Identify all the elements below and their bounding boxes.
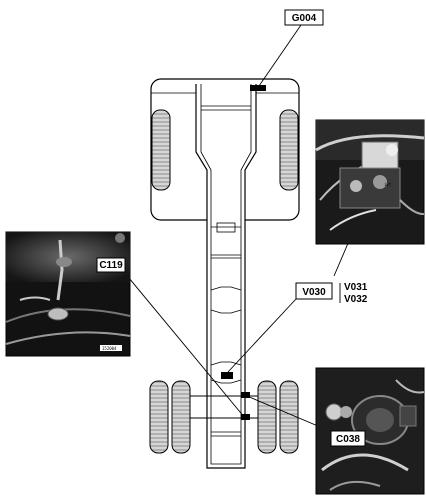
v031-label: V031 [344, 282, 368, 293]
chassis-frame [195, 84, 257, 469]
c038-marker [241, 414, 250, 420]
c119-leader [123, 271, 246, 419]
tyres [149, 109, 299, 454]
component-markers [221, 85, 266, 420]
front-right-tyre [279, 109, 299, 191]
c038-label: C038 [336, 434, 360, 445]
c119-photo-code: 152004 [102, 346, 117, 351]
photo-v031-v032: ivt [315, 119, 425, 245]
v032-label: V032 [344, 294, 368, 305]
c119-marker-top [241, 392, 250, 398]
callout-g004: G004 [284, 9, 324, 26]
v031-photo-code: ivt [384, 182, 392, 187]
rear-right-inner-tyre [257, 380, 277, 454]
front-left-tyre [151, 109, 171, 191]
callout-c038: C038 [330, 430, 366, 447]
callout-c119: C119 [96, 257, 126, 273]
g004-leader [258, 24, 302, 87]
rear-left-outer-tyre [149, 380, 169, 454]
v030-label: V030 [302, 287, 326, 298]
callout-v031-v032: V031 V032 [344, 282, 368, 305]
c119-label: C119 [99, 260, 123, 271]
g004-marker [250, 85, 266, 91]
g004-label: G004 [292, 13, 317, 24]
rear-right-outer-tyre [279, 380, 299, 454]
truck-outline [150, 78, 300, 469]
rear-left-inner-tyre [171, 380, 191, 454]
callout-v030: V030 [295, 282, 333, 300]
v030-marker [221, 372, 233, 379]
photo-c119: 152004 [5, 231, 131, 357]
v030-leader [227, 298, 297, 373]
photo-c038 [315, 367, 425, 495]
